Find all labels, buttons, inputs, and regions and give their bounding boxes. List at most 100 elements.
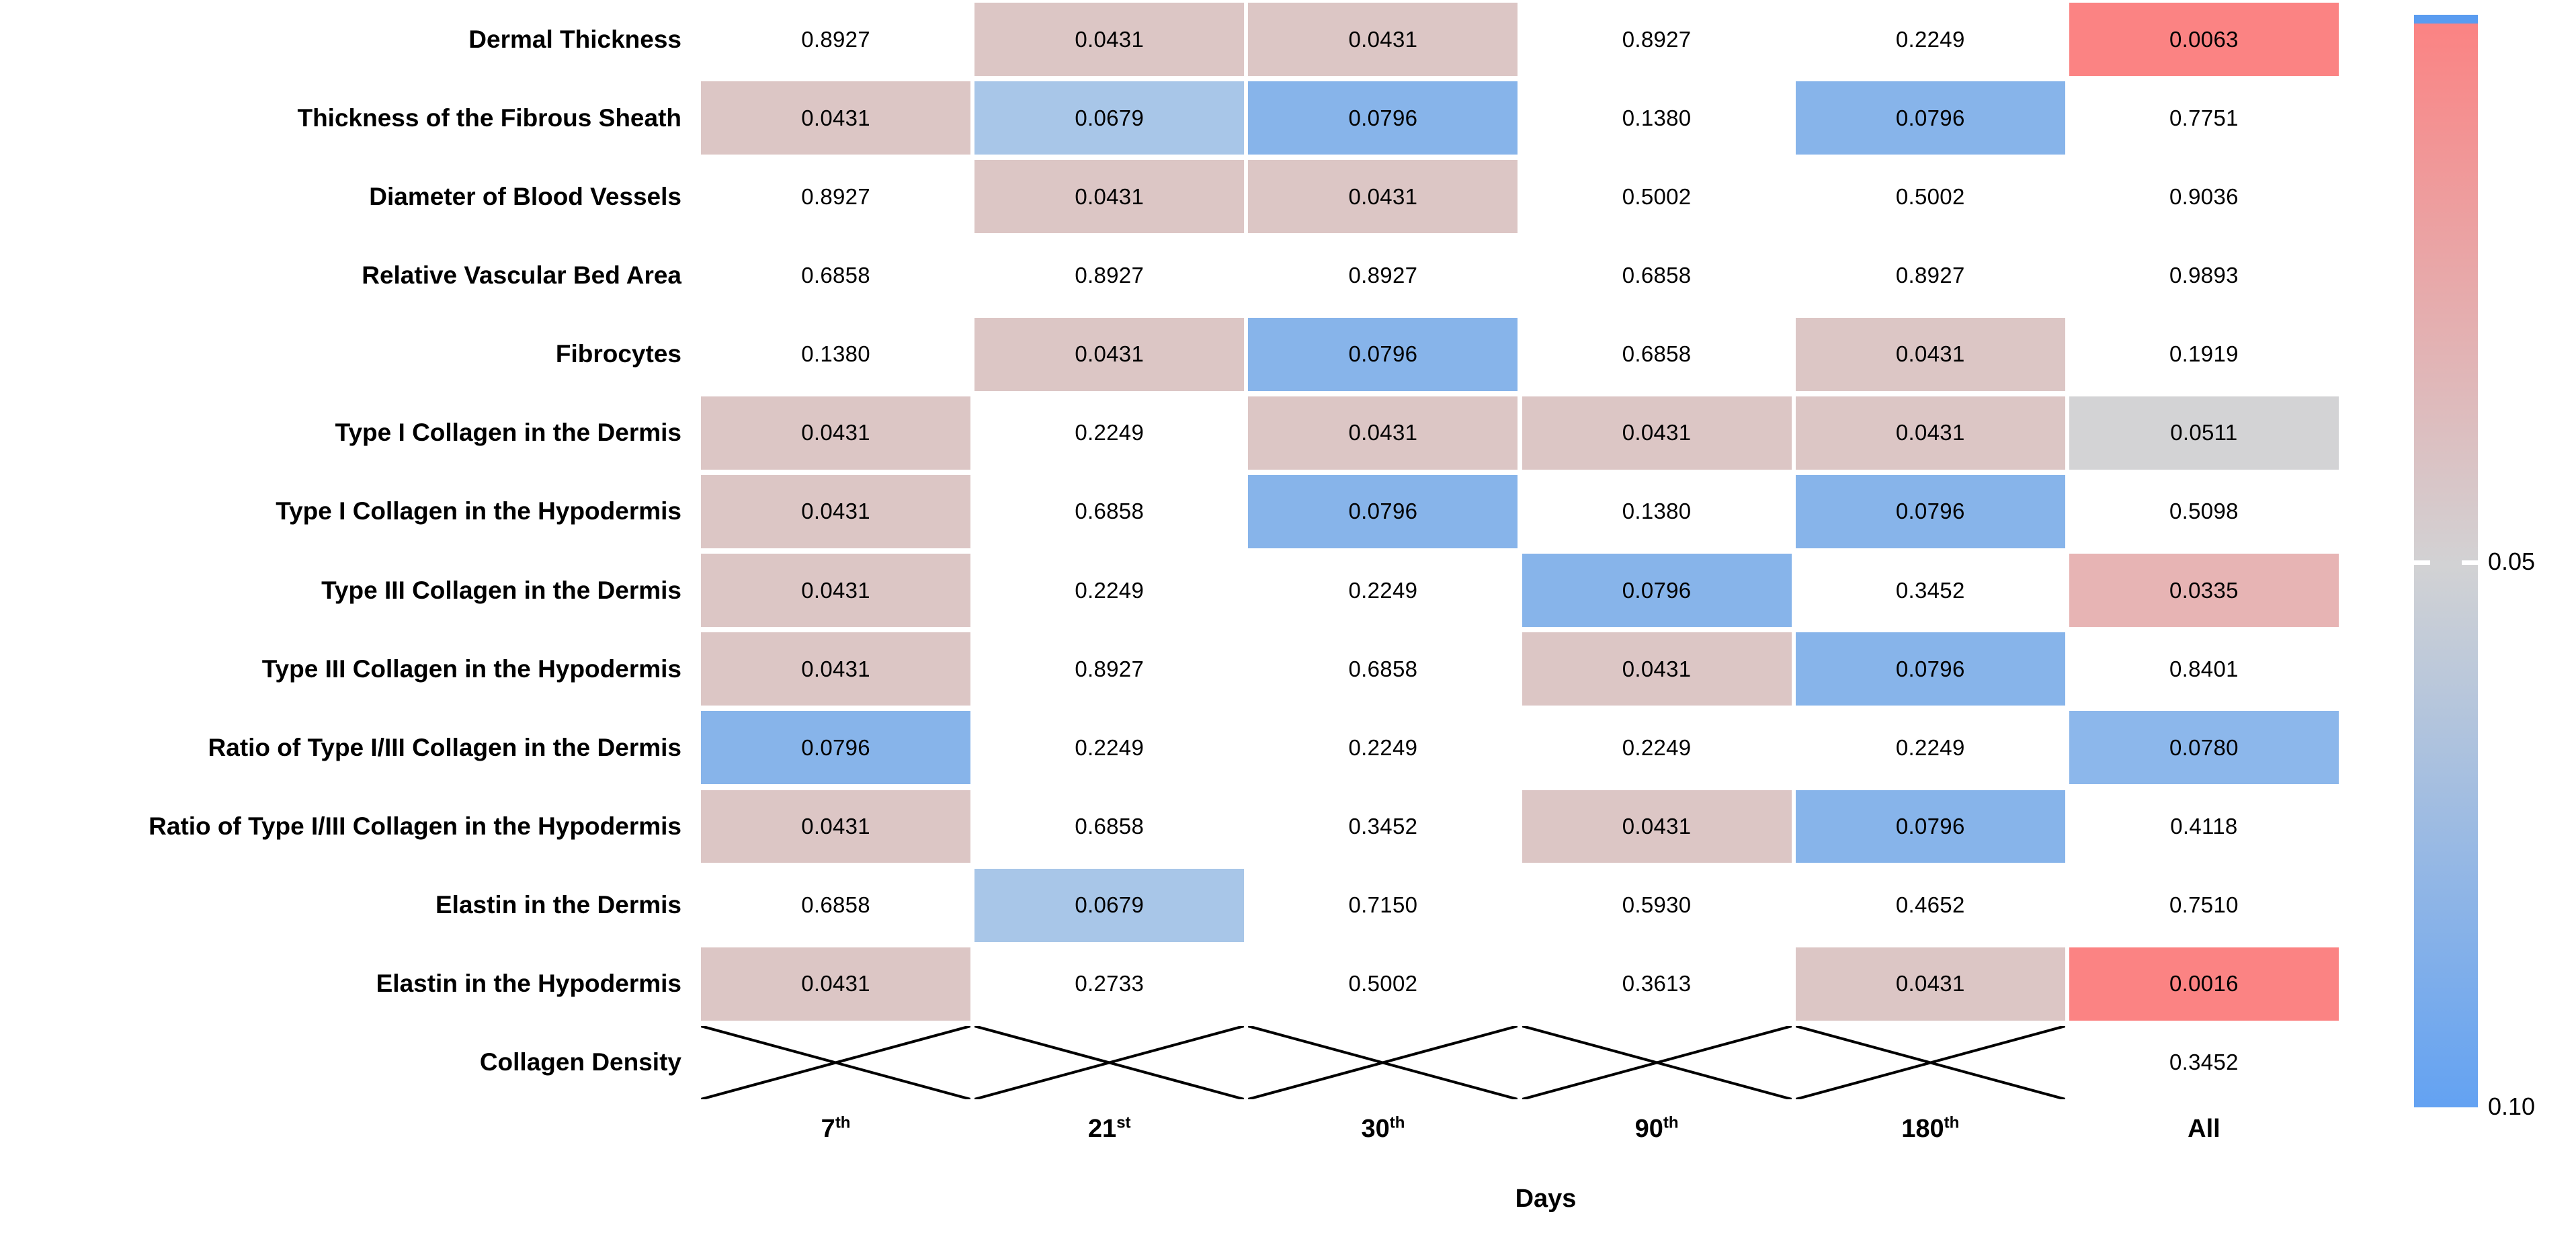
heatmap-cell[interactable]: 0.5002: [1796, 160, 2065, 233]
heatmap-cell[interactable]: 0.1380: [1522, 475, 1792, 548]
cell-value: 0.0796: [1895, 499, 1965, 524]
heatmap-cell[interactable]: 0.6858: [974, 475, 1244, 548]
heatmap-cell[interactable]: 0.2249: [1796, 711, 2065, 784]
heatmap-cell[interactable]: 0.2249: [1248, 711, 1518, 784]
heatmap-cell[interactable]: 0.0431: [701, 554, 971, 628]
column-label-base: 21: [1087, 1115, 1117, 1143]
heatmap-cell[interactable]: 0.0431: [1522, 632, 1792, 706]
heatmap-cell[interactable]: 0.0796: [1795, 632, 2065, 706]
cell-value: 0.2249: [1075, 577, 1145, 603]
heatmap-cell[interactable]: 0.0016: [2069, 947, 2339, 1021]
heatmap-cell[interactable]: 0.0796: [1795, 81, 2065, 155]
heatmap-cell[interactable]: 0.0431: [974, 3, 1245, 77]
heatmap-cell[interactable]: 0.0431: [701, 396, 971, 470]
heatmap-cell[interactable]: 0.5002: [1248, 947, 1518, 1021]
heatmap-cell[interactable]: 0.0796: [1795, 790, 2065, 863]
heatmap-cell[interactable]: 0.0796: [1522, 554, 1792, 628]
cell-value: 0.6858: [1348, 656, 1418, 681]
heatmap-cell[interactable]: 0.7510: [2069, 869, 2339, 942]
cell-value: 0.9893: [2169, 262, 2239, 288]
heatmap-cell[interactable]: 0.0796: [701, 711, 971, 785]
heatmap-cell[interactable]: 0.2249: [974, 554, 1244, 627]
heatmap-cell[interactable]: 0.6858: [974, 790, 1244, 863]
cell-value: 0.0796: [1895, 813, 1965, 839]
heatmap-cell[interactable]: 0.9893: [2069, 239, 2339, 312]
heatmap-cell[interactable]: 0.8927: [701, 160, 970, 233]
cell-value: 0.0431: [801, 499, 870, 524]
heatmap-cell[interactable]: 0.3452: [2069, 1026, 2339, 1099]
heatmap-cell[interactable]: 0.6858: [1522, 318, 1792, 391]
heatmap-cell[interactable]: 0.0431: [1522, 396, 1792, 470]
cell-value: 0.0796: [1348, 341, 1418, 367]
heatmap-cell[interactable]: 0.8927: [1522, 3, 1792, 76]
heatmap-cell[interactable]: 0.0431: [974, 160, 1245, 234]
heatmap-cell[interactable]: 0.0431: [1522, 790, 1792, 863]
heatmap-cell[interactable]: 0.3452: [1796, 554, 2065, 627]
heatmap-cell[interactable]: 0.8927: [1248, 239, 1518, 312]
heatmap-cell[interactable]: 0.3452: [1248, 790, 1518, 863]
heatmap-cell[interactable]: 0.6858: [1522, 239, 1792, 312]
heatmap-cell[interactable]: 0.0431: [1795, 317, 2065, 391]
cell-value: 0.1380: [1622, 499, 1692, 524]
heatmap-cell[interactable]: 0.0431: [701, 632, 971, 706]
heatmap-cell[interactable]: 0.0679: [974, 81, 1245, 155]
heatmap-cell[interactable]: 0.0335: [2069, 554, 2339, 628]
heatmap-cell[interactable]: 0.0780: [2069, 711, 2339, 785]
crossed-out-cell: [1248, 1025, 1518, 1099]
row-label: Elastin in the Hypodermis: [376, 970, 681, 998]
heatmap-cell[interactable]: 0.2249: [1522, 711, 1792, 784]
heatmap-cell[interactable]: 0.0431: [701, 474, 971, 548]
cell-value: 0.3613: [1622, 971, 1692, 996]
heatmap-cell[interactable]: 0.8927: [1796, 239, 2065, 312]
colorbar-overflow-band: [2414, 15, 2478, 24]
heatmap-cell[interactable]: 0.1380: [1522, 81, 1792, 155]
heatmap-cell[interactable]: 0.8401: [2069, 632, 2339, 706]
heatmap-cell[interactable]: 0.2249: [1248, 554, 1518, 627]
heatmap-cell[interactable]: 0.0796: [1248, 81, 1518, 155]
heatmap-cell[interactable]: 0.0796: [1248, 474, 1518, 548]
heatmap-cell[interactable]: 0.2733: [974, 947, 1244, 1021]
crossed-out-cell: [974, 1025, 1245, 1099]
heatmap-cell[interactable]: 0.4652: [1796, 869, 2065, 942]
cell-value: 0.0796: [1348, 499, 1418, 524]
heatmap-cell[interactable]: 0.8927: [974, 239, 1244, 312]
heatmap-cell[interactable]: 0.8927: [701, 3, 970, 76]
heatmap-cell[interactable]: 0.7751: [2069, 81, 2339, 155]
column-label: 90th: [1520, 1113, 1794, 1145]
heatmap-cell[interactable]: 0.2249: [974, 396, 1244, 470]
heatmap-cell[interactable]: 0.0431: [1795, 396, 2065, 470]
heatmap-cell[interactable]: 0.6858: [701, 869, 970, 942]
heatmap-cell[interactable]: 0.9036: [2069, 160, 2339, 233]
heatmap-cell[interactable]: 0.4118: [2069, 790, 2339, 863]
heatmap-cell[interactable]: 0.5930: [1522, 869, 1792, 942]
heatmap-cell[interactable]: 0.0063: [2069, 3, 2339, 77]
heatmap-cell[interactable]: 0.2249: [974, 711, 1244, 784]
heatmap-cell[interactable]: 0.0431: [974, 317, 1245, 391]
cell-value: 0.3452: [1348, 813, 1418, 839]
cell-value: 0.2249: [1895, 734, 1965, 760]
heatmap-cell[interactable]: 0.1919: [2069, 318, 2339, 391]
heatmap-cell[interactable]: 0.5002: [1522, 160, 1792, 233]
heatmap-cell[interactable]: 0.0431: [1248, 396, 1518, 470]
heatmap-cell[interactable]: 0.7150: [1248, 869, 1518, 942]
heatmap-cell[interactable]: 0.0431: [1795, 947, 2065, 1021]
heatmap-cell[interactable]: 0.6858: [701, 239, 970, 312]
heatmap-cell[interactable]: 0.6858: [1248, 632, 1518, 706]
heatmap-cell[interactable]: 0.0431: [1248, 160, 1518, 234]
heatmap-cell[interactable]: 0.5098: [2069, 475, 2339, 548]
heatmap-cell[interactable]: 0.0431: [701, 790, 971, 863]
heatmap-cell[interactable]: 0.0431: [1248, 3, 1518, 77]
heatmap-cell[interactable]: 0.1380: [701, 318, 970, 391]
heatmap-cell[interactable]: 0.8927: [974, 632, 1244, 706]
heatmap-cell[interactable]: 0.0431: [701, 947, 971, 1021]
heatmap-cell[interactable]: 0.0796: [1248, 317, 1518, 391]
heatmap-cell[interactable]: 0.0796: [1795, 474, 2065, 548]
row-label: Dermal Thickness: [468, 25, 681, 53]
heatmap-cell[interactable]: 0.0511: [2069, 396, 2339, 470]
heatmap-cell[interactable]: 0.0431: [701, 81, 971, 155]
crossed-out-cell: [1795, 1025, 2065, 1099]
heatmap-cell[interactable]: 0.0679: [974, 868, 1245, 942]
heatmap-cell[interactable]: 0.3613: [1522, 947, 1792, 1021]
heatmap-cell[interactable]: 0.2249: [1796, 3, 2065, 76]
cell-value: 0.5002: [1622, 183, 1692, 209]
